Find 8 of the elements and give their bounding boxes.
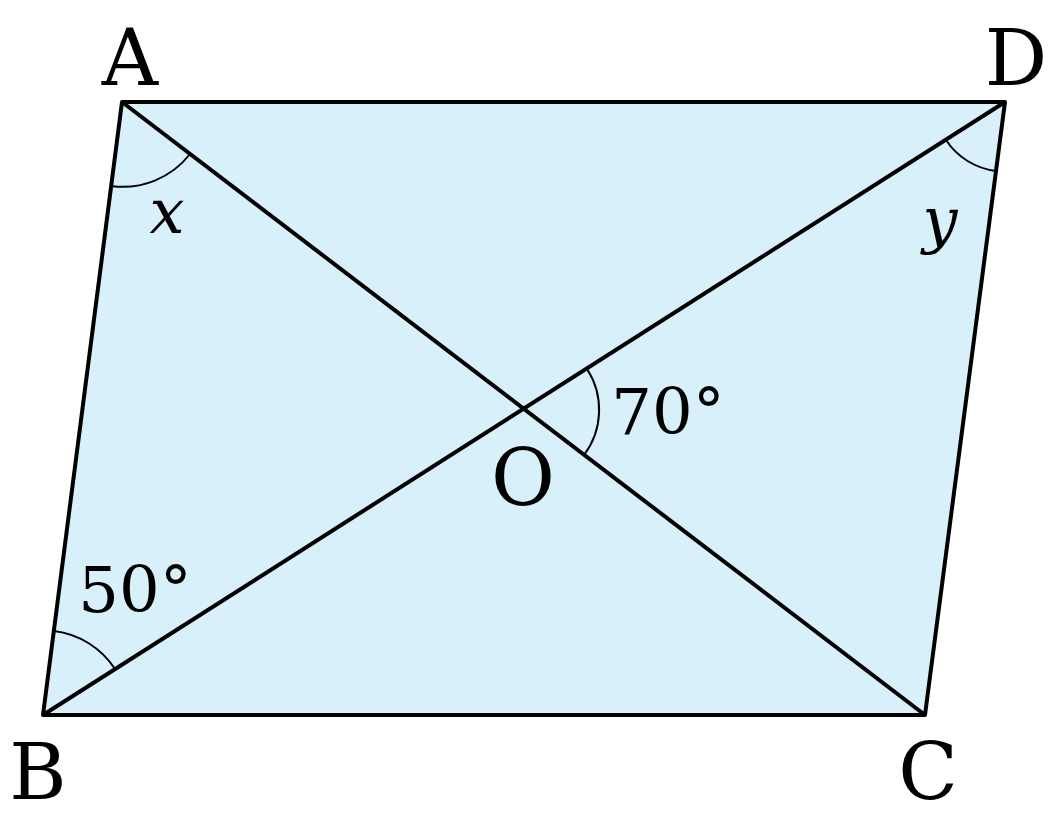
angle-label: x xyxy=(149,181,185,243)
point-label: O xyxy=(491,439,555,517)
vertex-label: B xyxy=(9,733,67,811)
angle-label: 70° xyxy=(611,380,725,444)
angle-label: 50° xyxy=(78,558,192,622)
vertex-label: A xyxy=(101,19,159,97)
vertex-label: D xyxy=(984,19,1048,97)
vertex-label: C xyxy=(898,733,958,811)
